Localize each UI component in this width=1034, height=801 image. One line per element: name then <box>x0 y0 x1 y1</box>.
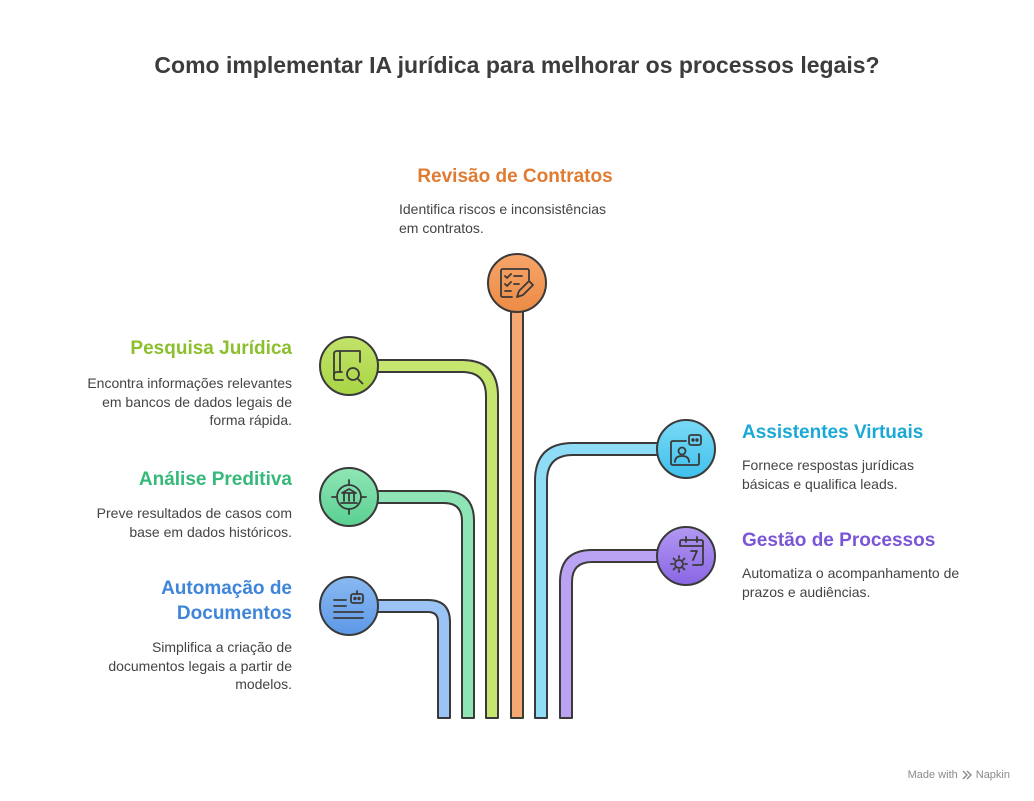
assistentes-desc-line: básicas e qualifica leads. <box>742 475 898 492</box>
robot-document-icon <box>333 590 364 619</box>
automacao-heading-line: Automação de <box>161 578 292 599</box>
node-automacao <box>319 576 379 636</box>
pesquisa-description: Encontra informações relevantes em banco… <box>40 374 292 430</box>
node-analise <box>319 467 379 527</box>
gestao-desc-line: Automatiza o acompanhamento de <box>742 565 960 581</box>
gestao-description: Automatiza o acompanhamento de prazos e … <box>742 564 1012 601</box>
assistentes-description: Fornece respostas jurídicas básicas e qu… <box>742 456 1002 493</box>
pipe-gestao <box>559 549 687 719</box>
gestao-desc-line: prazos e audiências. <box>742 583 871 600</box>
pesquisa-desc-line: forma rápida. <box>209 412 292 428</box>
napkin-brand: Napkin <box>975 769 1010 781</box>
pesquisa-desc-line: em bancos de dados legais de <box>102 393 292 410</box>
node-assistentes <box>656 419 716 479</box>
made-with-label: Made with <box>907 769 958 781</box>
contract-checklist-pen-icon <box>500 268 534 298</box>
page-title: Como implementar IA jurídica para melhor… <box>154 52 880 78</box>
revisao-desc-line: em contratos. <box>399 219 484 236</box>
revisao-heading: Revisão de Contratos <box>417 166 613 187</box>
napkin-watermark[interactable]: Made with Napkin <box>908 769 1010 781</box>
revisao-description: Identifica riscos e inconsistências em c… <box>399 200 659 237</box>
automacao-heading: Automação de Documentos <box>60 576 292 626</box>
pipe-pesquisa <box>349 359 499 719</box>
automacao-desc-line: Simplifica a criação de <box>151 639 292 655</box>
courthouse-target-icon <box>331 479 367 515</box>
napkin-logo-icon <box>962 770 972 780</box>
calendar-gear-icon <box>670 536 704 573</box>
analise-desc-line: Preve resultados de casos com <box>96 505 292 521</box>
node-gestao <box>656 526 716 586</box>
node-revisao <box>487 253 547 313</box>
pipe-analise <box>349 490 475 719</box>
analise-heading: Análise Preditiva <box>138 469 292 490</box>
automacao-heading-line: Documentos <box>176 603 292 624</box>
analise-desc-line: base em dados históricos. <box>129 523 292 540</box>
automacao-desc-line: modelos. <box>235 676 292 692</box>
automacao-description: Simplifica a criação de documentos legai… <box>40 638 292 694</box>
pipe-assistentes <box>534 442 687 719</box>
automacao-desc-line: documentos legais a partir de <box>108 657 292 674</box>
virtual-assistant-icon <box>670 434 702 466</box>
connector-pipes <box>349 299 687 719</box>
analise-description: Preve resultados de casos com base em da… <box>40 504 292 541</box>
pipe-revisao <box>510 299 524 719</box>
pesquisa-heading: Pesquisa Jurídica <box>130 338 292 359</box>
gestao-heading: Gestão de Processos <box>742 530 936 551</box>
assistentes-heading: Assistentes Virtuais <box>742 422 924 443</box>
pesquisa-desc-line: Encontra informações relevantes <box>87 375 292 391</box>
node-pesquisa <box>319 336 379 396</box>
book-magnifier-icon <box>333 350 364 385</box>
assistentes-desc-line: Fornece respostas jurídicas <box>742 457 914 473</box>
revisao-desc-line: Identifica riscos e inconsistências <box>399 201 606 217</box>
